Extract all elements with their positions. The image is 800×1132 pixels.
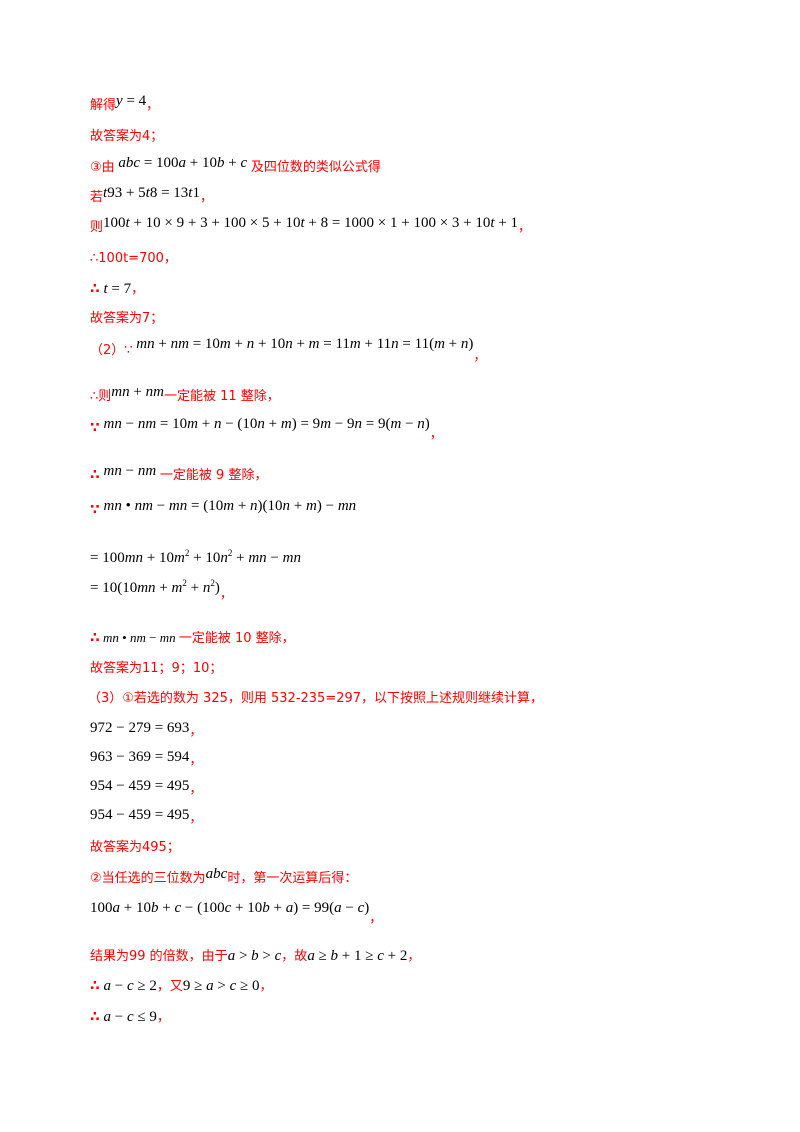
- math-expression: mn − nm = 10m + n − (10n + m) = 9m − 9n …: [103, 416, 430, 432]
- expansion-line: 则100t + 10 × 9 + 3 + 100 × 5 + 10t + 8 =…: [90, 215, 532, 238]
- line-suffix: 一定能被 10 整除，: [178, 631, 295, 646]
- line-suffix: ，: [473, 349, 487, 364]
- line-suffix: ，: [146, 98, 160, 113]
- math-expression: 963 − 369 = 594: [90, 749, 190, 765]
- calc-line-954-b: 954 − 459 = 495，: [90, 805, 202, 826]
- expansion-line-100mn: = 100mn + 10m2 + 10n2 + mn − mn: [90, 548, 301, 569]
- math-expression: 954 − 459 = 495: [90, 807, 190, 823]
- therefore-symbol: ∴: [90, 281, 100, 297]
- math-expression-2: 9 ≥ a > c ≥ 0: [182, 978, 260, 994]
- therefore-symbol: ∴: [90, 467, 100, 483]
- line-text: （3）①若选的数为 325，则用 532-235=297，以下按照上述规则继续计…: [88, 691, 544, 706]
- general-calc-line: 100a + 10b + c − (100c + 10b + a) = 99(a…: [90, 898, 382, 926]
- math-expression: 972 − 279 = 693: [90, 720, 190, 736]
- math-expression: mn • nm − mn: [103, 630, 176, 645]
- formula-line-abc: ③由 abc = 100a + 10b + c 及四位数的类似公式得: [90, 155, 381, 178]
- answer-line-7: 故答案为7；: [90, 309, 163, 329]
- inequality-line-a-minus-c-ge-2: ∴ a − c ≥ 2，又9 ≥ a > c ≥ 0，: [90, 976, 273, 997]
- calc-line-954-a: 954 − 459 = 495，: [90, 776, 202, 797]
- line-suffix: 一定能被 11 整除，: [163, 389, 280, 404]
- result-line-t-equals-7: ∴ t = 7，: [90, 279, 144, 300]
- line-prefix: ②当任选的三位数为: [90, 871, 206, 886]
- math-expression: a − c ≤ 9: [103, 1009, 157, 1025]
- answer-line-495: 故答案为495；: [90, 838, 180, 858]
- factored-line-10: = 10(10mn + m2 + n2)，: [90, 578, 233, 603]
- math-expression: a − c ≥ 2: [103, 978, 157, 994]
- condition-line-t93: 若t93 + 5t8 = 13t1，: [90, 185, 213, 208]
- part3-general-line: ②当任选的三位数为abc时，第一次运算后得：: [90, 866, 358, 889]
- math-expression: t93 + 5t8 = 13t1: [103, 185, 200, 201]
- answer-line-4: 故答案为4；: [90, 127, 163, 147]
- calc-line-963: 963 − 369 = 594，: [90, 747, 202, 768]
- line-mid: ，故: [281, 949, 308, 964]
- because-symbol: ∵: [90, 420, 100, 436]
- math-expression: abc = 100a + 10b + c: [118, 155, 248, 171]
- line-suffix: ，: [259, 979, 273, 994]
- line-prefix: 解得: [90, 98, 117, 113]
- because-line-product: ∵ mn • nm − mn = (10m + n)(10n + m) − mn: [90, 498, 357, 521]
- math-expression: a > b > c: [227, 948, 282, 964]
- line-suffix: ，: [189, 782, 203, 797]
- therefore-symbol: ∴: [90, 630, 100, 646]
- math-expression: = 10(10mn + m2 + n2): [90, 578, 220, 597]
- line-suffix: ，: [199, 190, 213, 205]
- line-prefix: 结果为99 的倍数，由于: [90, 949, 228, 964]
- line-suffix: ，: [189, 753, 203, 768]
- line-suffix: ，: [219, 587, 233, 602]
- answer-line-11-9-10: 故答案为11；9；10；: [90, 659, 222, 679]
- line-suffix: ，: [407, 949, 421, 964]
- solution-line-y-equals-4: 解得y = 4，: [90, 93, 160, 116]
- part3-intro-line: （3）①若选的数为 325，则用 532-235=297，以下按照上述规则继续计…: [88, 689, 543, 709]
- calc-line-972: 972 − 279 = 693，: [90, 718, 202, 739]
- line-prefix: 则: [90, 220, 104, 235]
- line-suffix: ，: [189, 811, 203, 826]
- line-text: ∴100t=700，: [90, 251, 177, 266]
- math-expression: 100a + 10b + c − (100c + 10b + a) = 99(a…: [90, 900, 370, 916]
- line-suffix: ，: [429, 427, 443, 442]
- because-line-mn-minus-nm: ∵ mn − nm = 10m + n − (10n + m) = 9m − 9…: [90, 416, 443, 442]
- conclusion-line-9: ∴ mn − nm 一定能被 9 整除，: [90, 463, 268, 486]
- line-text: 故答案为11；9；10；: [90, 661, 223, 676]
- inequality-line-a-minus-c-le-9: ∴ a − c ≤ 9，: [90, 1007, 170, 1028]
- conclusion-line-10: ∴ mn • nm − mn 一定能被 10 整除，: [90, 628, 295, 649]
- line-text: 故答案为7；: [90, 311, 164, 326]
- line-suffix: 一定能被 9 整除，: [159, 468, 268, 483]
- therefore-symbol: ∴: [90, 1009, 100, 1025]
- part2-line-mn-plus-nm: （2）∵ mn + nm = 10m + n + 10n + m = 11m +…: [90, 336, 487, 364]
- line-suffix: 时，第一次运算后得：: [227, 871, 358, 886]
- therefore-symbol: ∴: [90, 978, 100, 994]
- line-suffix: ，: [131, 282, 145, 297]
- line-suffix: ，: [369, 911, 383, 926]
- math-expression: mn + nm = 10m + n + 10n + m = 11m + 11n …: [136, 336, 474, 352]
- line-prefix: ③由: [90, 160, 115, 175]
- line-prefix: （2）∵: [90, 343, 133, 358]
- math-expression: 954 − 459 = 495: [90, 778, 190, 794]
- because-symbol: ∵: [90, 502, 100, 518]
- line-suffix: ，: [518, 220, 532, 235]
- conclusion-line-11: ∴则mn + nm一定能被 11 整除，: [90, 384, 280, 407]
- math-expression: y = 4: [116, 93, 147, 109]
- line-text: 故答案为4；: [90, 129, 164, 144]
- math-expression: abc: [205, 866, 228, 882]
- line-suffix: 及四位数的类似公式得: [250, 160, 381, 175]
- line-suffix: ，: [189, 724, 203, 739]
- math-expression: mn • nm − mn = (10m + n)(10n + m) − mn: [103, 498, 357, 514]
- math-expression: 100t + 10 × 9 + 3 + 100 × 5 + 10t + 8 = …: [103, 215, 519, 231]
- line-mid: ，又: [156, 979, 183, 994]
- result-line-100t: ∴100t=700，: [90, 249, 177, 269]
- math-expression: mn − nm: [103, 463, 157, 479]
- math-expression: = 100mn + 10m2 + 10n2 + mn − mn: [90, 548, 301, 567]
- line-text: 故答案为495；: [90, 840, 180, 855]
- math-expression: mn + nm: [111, 384, 164, 400]
- line-prefix: 若: [90, 190, 104, 205]
- line-prefix: ∴则: [90, 389, 112, 404]
- math-expression: t = 7: [103, 281, 132, 297]
- math-expression-2: a ≥ b + 1 ≥ c + 2: [307, 948, 408, 964]
- multiple-of-99-line: 结果为99 的倍数，由于a > b > c，故a ≥ b + 1 ≥ c + 2…: [90, 946, 420, 967]
- line-suffix: ，: [156, 1010, 170, 1025]
